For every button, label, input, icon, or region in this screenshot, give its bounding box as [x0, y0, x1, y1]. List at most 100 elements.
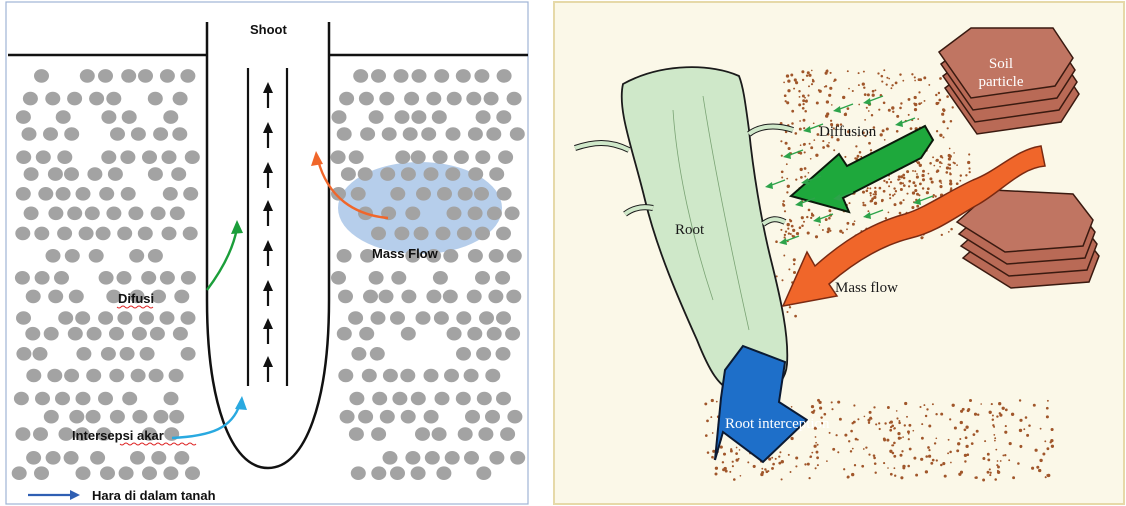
soil-particle: [475, 150, 490, 164]
stipple-dot: [864, 119, 866, 121]
stipple-dot: [854, 220, 856, 222]
stipple-dot: [868, 110, 870, 112]
stipple-dot: [816, 102, 819, 105]
stipple-dot: [883, 437, 886, 440]
stipple-dot: [917, 118, 919, 120]
soil-particle: [142, 150, 157, 164]
soil-particle: [510, 127, 525, 141]
stipple-dot: [874, 89, 876, 91]
soil-particle: [353, 69, 368, 83]
stipple-dot: [931, 181, 934, 184]
stipple-dot: [815, 154, 818, 157]
stipple-dot: [1017, 462, 1020, 465]
stipple-dot: [806, 216, 808, 218]
stipple-dot: [862, 82, 865, 85]
stipple-dot: [950, 228, 953, 231]
stipple-dot: [828, 209, 831, 212]
stipple-dot: [1009, 442, 1012, 445]
soil-particle: [476, 347, 491, 361]
stipple-dot: [904, 424, 906, 426]
legend-label: Hara di dalam tanah: [92, 488, 216, 503]
soil-particle: [163, 110, 178, 124]
stipple-dot: [904, 402, 907, 405]
soil-particle: [109, 327, 124, 341]
stipple-dot: [973, 433, 976, 436]
stipple-dot: [801, 224, 804, 227]
soil-particle: [23, 92, 38, 106]
stipple-dot: [784, 236, 786, 238]
stipple-dot: [914, 170, 916, 172]
soil-particle: [351, 466, 366, 480]
stipple-dot: [837, 451, 839, 453]
soil-particle: [131, 127, 146, 141]
stipple-dot: [867, 419, 870, 422]
stipple-dot: [817, 399, 820, 402]
soil-particle: [339, 92, 354, 106]
soil-particle: [456, 311, 471, 325]
stipple-dot: [899, 212, 902, 215]
soil-particle: [507, 249, 522, 263]
stipple-dot: [803, 221, 805, 223]
soil-particle: [171, 167, 186, 181]
soil-particle: [497, 69, 512, 83]
soil-particle: [485, 410, 500, 424]
soil-particle: [65, 249, 80, 263]
soil-particle: [122, 110, 137, 124]
stipple-dot: [935, 160, 937, 162]
soil-particle: [464, 369, 479, 383]
stipple-dot: [889, 450, 892, 453]
soil-particle: [172, 127, 187, 141]
soil-particle: [45, 92, 60, 106]
soil-particle: [47, 369, 62, 383]
soil-particle: [416, 311, 431, 325]
stipple-dot: [790, 471, 792, 473]
soil-particle: [26, 290, 41, 304]
stipple-dot: [794, 315, 797, 318]
stipple-dot: [1044, 440, 1046, 442]
stipple-dot: [826, 460, 828, 462]
stipple-dot: [853, 404, 855, 406]
stipple-dot: [1004, 431, 1007, 434]
soil-particle: [507, 410, 522, 424]
soil-particle: [436, 466, 451, 480]
stipple-dot: [895, 82, 898, 85]
soil-particle: [117, 227, 132, 241]
soil-particle: [411, 392, 426, 406]
soil-particle: [33, 347, 48, 361]
soil-particle: [132, 410, 147, 424]
stipple-dot: [846, 222, 849, 225]
stipple-dot: [923, 76, 926, 79]
stipple-dot: [789, 220, 792, 223]
soil-particle: [432, 427, 447, 441]
stipple-dot: [940, 413, 943, 416]
soil-particle: [401, 167, 416, 181]
stipple-dot: [712, 432, 714, 434]
soil-particle: [371, 69, 386, 83]
stipple-dot: [802, 103, 804, 105]
soil-particle: [16, 110, 31, 124]
stipple-dot: [1045, 476, 1047, 478]
soil-particle: [363, 290, 378, 304]
stipple-dot: [803, 119, 806, 122]
stipple-dot: [890, 87, 892, 89]
stipple-dot: [808, 477, 810, 479]
stipple-dot: [935, 195, 937, 197]
stipple-dot: [867, 187, 869, 189]
soil-particle: [371, 466, 386, 480]
stipple-dot: [829, 432, 831, 434]
stipple-dot: [873, 196, 876, 199]
stipple-dot: [730, 450, 733, 453]
soil-particle: [160, 271, 175, 285]
soil-particle: [15, 427, 30, 441]
stipple-dot: [851, 422, 853, 424]
stipple-dot: [907, 430, 910, 433]
stipple-dot: [799, 128, 802, 131]
stipple-dot: [858, 84, 860, 86]
stipple-dot: [786, 74, 789, 77]
stipple-dot: [844, 156, 846, 158]
stipple-dot: [949, 148, 951, 150]
soil-particle: [48, 207, 63, 221]
shoot-label: Shoot: [250, 22, 287, 37]
stipple-dot: [874, 462, 877, 465]
stipple-dot: [881, 200, 883, 202]
